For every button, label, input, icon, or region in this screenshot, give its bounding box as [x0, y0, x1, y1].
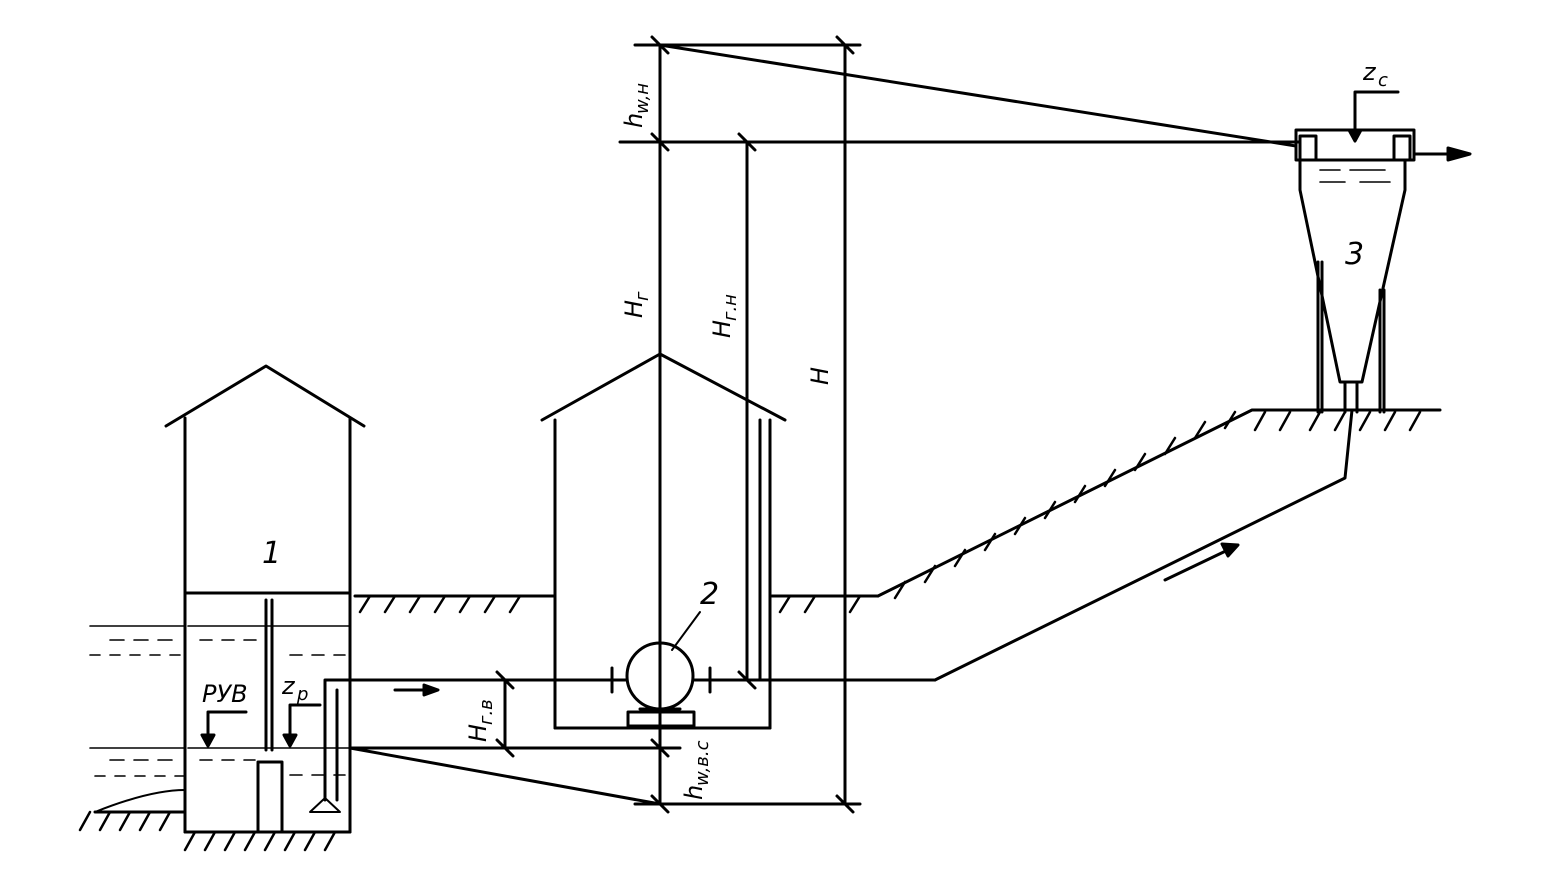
- svg-text:w,н: w,н: [632, 83, 653, 114]
- flow-arrow-pressure: [1163, 542, 1240, 582]
- label-h-total: H: [806, 367, 834, 385]
- water-intake-structure: [164, 364, 502, 834]
- svg-text:H: H: [464, 724, 492, 742]
- label-intake: 1: [262, 536, 281, 571]
- label-zc: z с: [1362, 58, 1388, 91]
- label-hr: H г: [620, 291, 653, 318]
- riverbed-bottom: [93, 789, 187, 814]
- label-hwn: h w,н: [620, 83, 653, 128]
- svg-text:H: H: [806, 367, 834, 385]
- pump-leader: [671, 611, 701, 651]
- ground-hatching: [78, 410, 1422, 852]
- pump-unit: [498, 408, 1354, 728]
- svg-text:h: h: [620, 113, 648, 128]
- label-pump: 2: [700, 577, 719, 612]
- flow-arrow-suction: [393, 683, 440, 697]
- ground-lines: [353, 408, 1442, 598]
- svg-text:w,в.с: w,в.с: [692, 740, 713, 786]
- svg-text:z: z: [281, 672, 296, 700]
- label-hrv: H г.в: [464, 699, 497, 742]
- svg-text:H: H: [620, 300, 648, 318]
- label-hrn: H г.н: [708, 294, 741, 338]
- svg-text:z: z: [1362, 58, 1377, 86]
- label-cyclone: 3: [1345, 237, 1364, 272]
- label-ruv: РУВ: [202, 680, 248, 708]
- dimension-lines: [348, 35, 1302, 814]
- svg-text:г.в: г.в: [476, 699, 497, 725]
- svg-text:г: г: [632, 291, 653, 301]
- svg-text:H: H: [708, 320, 736, 338]
- pump-station-building: [540, 352, 787, 730]
- svg-text:г.н: г.н: [720, 294, 741, 321]
- level-markers: [200, 90, 1400, 748]
- svg-text:р: р: [296, 684, 308, 705]
- label-hwvc: h w,в.с: [680, 740, 713, 800]
- label-zp: z р: [281, 672, 308, 705]
- svg-text:с: с: [1378, 70, 1388, 91]
- hydrocyclone: [1294, 128, 1472, 414]
- water-surface-lines: [89, 625, 351, 777]
- svg-text:h: h: [680, 785, 708, 800]
